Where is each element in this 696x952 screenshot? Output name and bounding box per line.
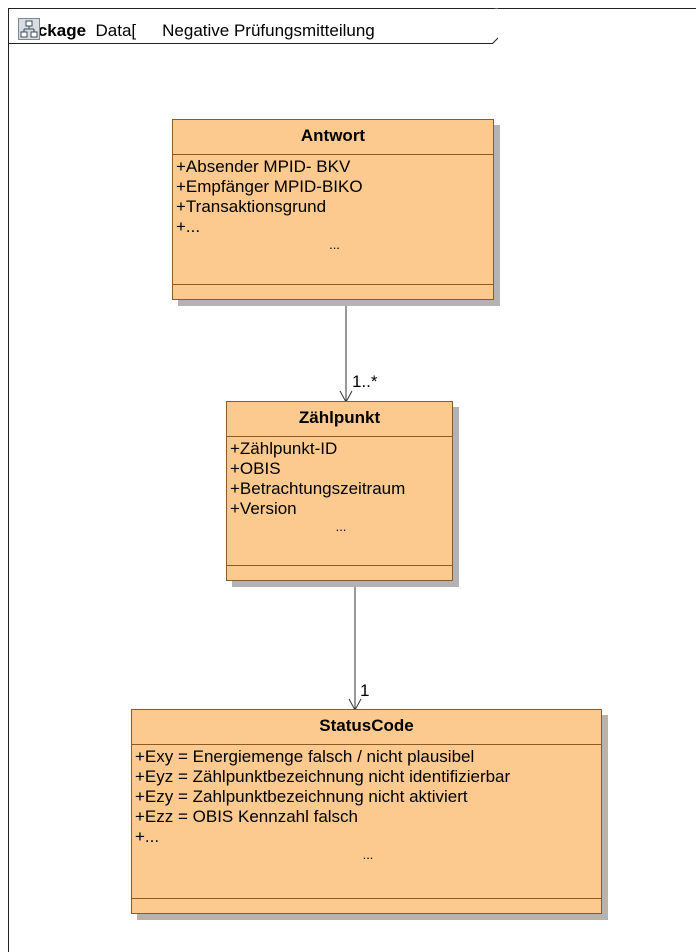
attribute: +Transaktionsgrund <box>176 197 327 216</box>
class-name: Zählpunkt <box>227 402 452 437</box>
association-antwort-zaehlpunkt <box>339 300 353 404</box>
attribute: +Ezy = Zahlpunktbezeichnung nicht aktivi… <box>135 787 468 806</box>
attribute: +Absender MPID- BKV <box>176 157 351 176</box>
diagram-icon <box>18 18 160 40</box>
package-name: Negative Prüfungsmitteilung <box>162 21 375 40</box>
multiplicity-statuscode: 1 <box>360 681 370 700</box>
attribute-compartment: +Exy = Energiemenge falsch / nicht plaus… <box>132 745 601 863</box>
multiplicity-zaehlpunkt: 1..* <box>352 372 378 391</box>
attribute: +Empfänger MPID-BIKO <box>176 177 363 196</box>
attribute-ellipsis: ... <box>329 237 340 252</box>
attribute-ellipsis: ... <box>335 519 347 534</box>
attribute: +Exy = Energiemenge falsch / nicht plaus… <box>135 747 475 766</box>
package-tab: package Data[ Negative Prüfungsmitteilun… <box>8 8 498 44</box>
attribute-compartment: +Zählpunkt-ID +OBIS +Betrachtungszeitrau… <box>227 437 452 535</box>
attribute: +Ezz = OBIS Kennzahl falsch <box>135 807 359 826</box>
package-frame <box>8 8 696 952</box>
attribute: +Betrachtungszeitraum <box>230 479 406 498</box>
class-zaehlpunkt[interactable]: Zählpunkt +Zählpunkt-ID +OBIS +Betrachtu… <box>226 401 453 581</box>
attribute: +... <box>135 827 160 846</box>
class-statuscode[interactable]: StatusCode +Exy = Energiemenge falsch / … <box>131 709 602 914</box>
package-tab-outline <box>8 8 498 44</box>
class-antwort[interactable]: Antwort +Absender MPID- BKV +Empfänger M… <box>172 119 494 300</box>
attribute: +Eyz = Zählpunktbezeichnung nicht identi… <box>135 767 511 786</box>
attribute: +OBIS <box>230 459 281 478</box>
operation-compartment <box>173 284 493 285</box>
attribute: +Version <box>230 499 297 518</box>
attribute-ellipsis: ... <box>362 847 374 862</box>
operation-compartment <box>227 565 452 566</box>
class-name: StatusCode <box>132 710 601 745</box>
attribute: +Zählpunkt-ID <box>230 439 338 458</box>
attribute: +... <box>176 217 201 236</box>
attribute-compartment: +Absender MPID- BKV +Empfänger MPID-BIKO… <box>173 155 493 253</box>
package-title: package Data[ Negative Prüfungsmitteilun… <box>18 18 375 41</box>
operation-compartment <box>132 898 601 899</box>
package-name-prefix: Data[ <box>95 21 137 40</box>
class-name: Antwort <box>173 120 493 155</box>
